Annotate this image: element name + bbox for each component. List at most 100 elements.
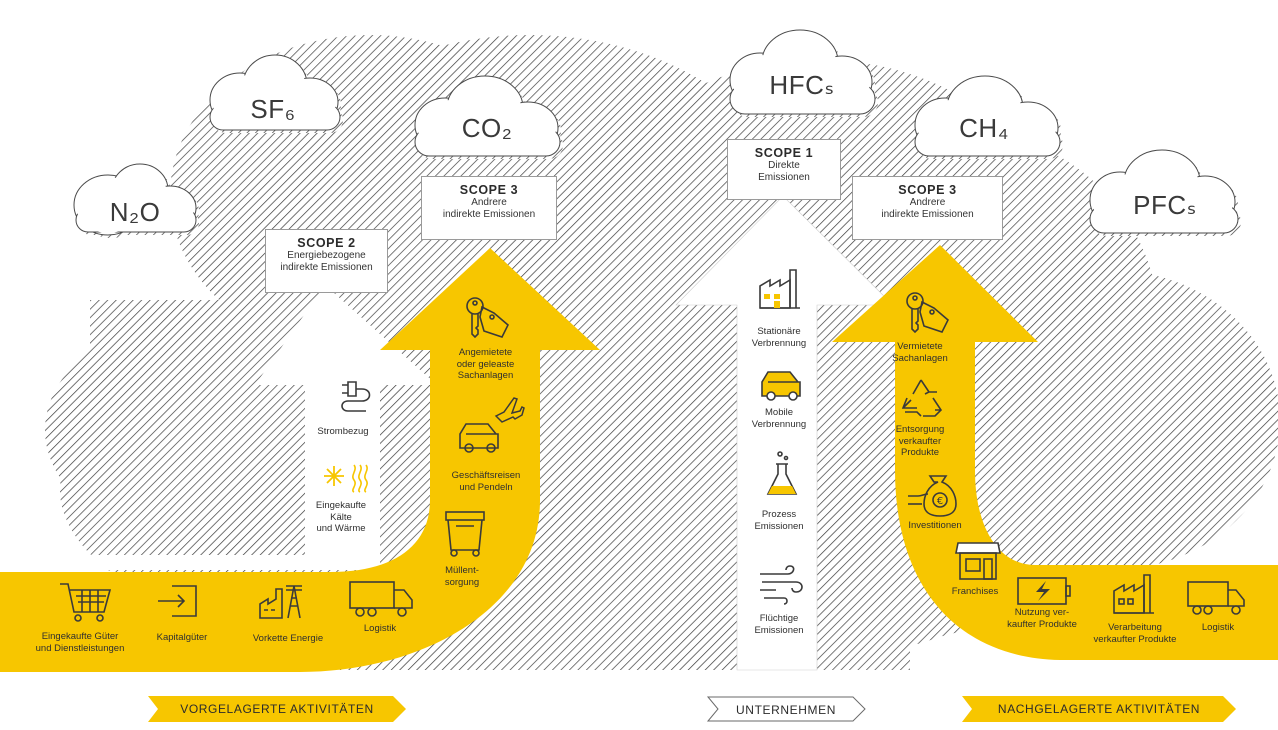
- label-entsorgung-produkte: Entsorgung verkaufter Produkte: [880, 424, 960, 459]
- label-gueter-line1: Eingekaufte Güter: [41, 631, 119, 642]
- scope1-subtitle-1: Direkte: [768, 160, 800, 171]
- scope3-upstream-title: SCOPE 3: [459, 183, 519, 197]
- label-entsorgung-line3: Produkte: [900, 447, 940, 458]
- label-fluechtig-line1: Flüchtige: [759, 613, 799, 624]
- truck-icon-upstream: [349, 581, 413, 617]
- car-icon-upstream: [459, 423, 499, 453]
- shop-icon: [955, 542, 1001, 580]
- scope2-subtitle-1: Energiebezogene: [287, 250, 366, 261]
- gas-cloud-hfcs-shape: [729, 29, 878, 117]
- scope1-title: SCOPE 1: [754, 146, 814, 160]
- label-logistik-upstream: Logistik: [363, 623, 397, 634]
- label-eingekaufte-kaelte-waerme: Eingekaufte Kälte und Wärme: [300, 500, 382, 535]
- label-fluechtig-line2: Emissionen: [754, 624, 804, 636]
- label-kaelte-line1: Eingekaufte: [315, 500, 367, 511]
- label-mobile-verbrennung: Mobile Verbrennung: [737, 407, 821, 430]
- label-nutzung-produkte: Nutzung ver- kaufter Produkte: [990, 607, 1094, 630]
- flask-icon: [766, 451, 798, 495]
- downstream-yellow-arrow: [832, 245, 1278, 660]
- label-reisen-line1: Geschäftsreisen: [451, 470, 521, 481]
- label-gueter-line2: und Dienstleistungen: [35, 642, 125, 654]
- label-angemietete-sachanlagen: Angemietete oder geleaste Sachanlagen: [438, 347, 533, 382]
- scope2-subtitle-2: indirekte Emissionen: [280, 262, 373, 273]
- label-angemietete-line2: oder geleaste: [456, 358, 515, 370]
- scope1-box: SCOPE 1 Direkte Emissionen: [727, 139, 841, 200]
- label-muellentsorgung: Müllent- sorgung: [422, 565, 502, 588]
- label-kapitalgueter: Kapitalgüter: [156, 632, 208, 643]
- label-strombezug: Strombezug: [317, 426, 369, 437]
- scope3-upstream-subtitle-2: indirekte Emissionen: [442, 209, 536, 220]
- car-icon-scope1: [761, 371, 801, 401]
- scope3-downstream-box: SCOPE 3 Andrere indirekte Emissionen: [852, 176, 1003, 240]
- label-prozess-line2: Emissionen: [754, 520, 804, 532]
- plug-icon: [341, 381, 371, 412]
- gas-label-n2o: N₂O: [109, 197, 161, 227]
- scope1-subtitle-2: Emissionen: [758, 172, 810, 183]
- recycle-icon: [901, 379, 943, 417]
- label-prozess-line1: Prozess: [761, 509, 797, 520]
- airplane-icon: [494, 397, 525, 423]
- label-muell-line1: Müllent-: [445, 565, 479, 576]
- label-investitionen: Investitionen: [908, 520, 962, 531]
- scope1-arrow: [675, 195, 894, 671]
- snowflake-icon: [324, 466, 344, 486]
- label-franchises: Franchises: [951, 586, 999, 597]
- factory-icon-scope1: [759, 269, 800, 309]
- label-verarbeitung-produkte: Verarbeitung verkaufter Produkte: [1081, 622, 1189, 645]
- label-verarbeitung-line1: Verarbeitung: [1108, 622, 1162, 633]
- label-stationaere-verbrennung: Stationäre Verbrennung: [737, 326, 821, 349]
- label-stationaer-line2: Verbrennung: [751, 337, 807, 349]
- label-angemietete-line1: Angemietete: [458, 347, 513, 358]
- label-entsorgung-line1: Entsorgung: [895, 424, 945, 435]
- chevron-company-shape: [706, 696, 866, 722]
- label-reisen-line2: und Pendeln: [459, 481, 513, 493]
- scope3-downstream-subtitle-1: Andrere: [909, 197, 946, 208]
- gas-cloud-co2-shape: [414, 75, 563, 159]
- scope3-downstream-title: SCOPE 3: [898, 183, 957, 197]
- label-vermietete-sachanlagen: Vermietete Sachanlagen: [880, 341, 960, 364]
- label-entsorgung-line2: verkaufter: [898, 435, 942, 447]
- gas-cloud-sf6-shape: [209, 54, 343, 133]
- svg-text:€: €: [937, 496, 943, 507]
- gas-label-pfcs: PFCₛ: [1133, 190, 1197, 220]
- truck-icon-downstream: [1187, 581, 1245, 615]
- label-angemietete-line3: Sachanlagen: [457, 370, 514, 381]
- label-prozess-emissionen: Prozess Emissionen: [737, 509, 821, 532]
- label-kaelte-line3: und Wärme: [316, 523, 366, 534]
- scope3-upstream-box: SCOPE 3 Andrere indirekte Emissionen: [421, 176, 557, 240]
- gas-label-co2: CO₂: [461, 113, 513, 143]
- scope2-title: SCOPE 2: [297, 236, 356, 250]
- chevron-downstream-label: NACHGELAGERTE AKTIVITÄTEN: [997, 702, 1201, 716]
- chevron-upstream-label: VORGELAGERTE AKTIVITÄTEN: [180, 702, 374, 716]
- wind-icon: [760, 565, 803, 605]
- money-bag-icon: €: [908, 475, 957, 517]
- gas-label-hfcs: HFCₛ: [769, 70, 835, 100]
- label-verarbeitung-line2: verkaufter Produkte: [1093, 633, 1177, 645]
- label-vorkette-energie: Vorkette Energie: [252, 633, 324, 644]
- label-eingekaufte-gueter: Eingekaufte Güter und Dienstleistungen: [16, 631, 144, 654]
- label-nutzung-line2: kaufter Produkte: [1007, 618, 1077, 630]
- label-mobil-line1: Mobile: [765, 407, 793, 418]
- label-logistik-downstream: Logistik: [1201, 622, 1235, 633]
- label-stationaer-line1: Stationäre: [757, 326, 801, 337]
- label-kaelte-line2: Kälte: [330, 511, 352, 523]
- gas-label-sf6: SF₆: [250, 94, 296, 124]
- scope3-downstream-subtitle-2: indirekte Emissionen: [881, 209, 974, 220]
- chevron-upstream-shape: [148, 696, 406, 722]
- scope2-arrow: [0, 285, 437, 570]
- label-vermietete-line2: Sachanlagen: [892, 352, 948, 364]
- upstream-yellow-arrow: [0, 248, 600, 672]
- gas-cloud-pfcs-shape: [1089, 149, 1241, 236]
- label-muell-line2: sorgung: [444, 576, 480, 588]
- chevron-downstream-shape: [962, 696, 1236, 722]
- power-plant-icon: [259, 585, 302, 619]
- shopping-cart-icon: [60, 583, 112, 622]
- gas-label-ch4: CH₄: [959, 113, 1009, 143]
- battery-icon: [1017, 577, 1071, 605]
- waste-bin-icon: [445, 511, 485, 557]
- label-nutzung-line1: Nutzung ver-: [1014, 607, 1070, 618]
- label-geschaeftsreisen: Geschäftsreisen und Pendeln: [436, 470, 536, 493]
- key-tag-icon-downstream: [906, 292, 949, 334]
- gas-cloud-n2o-shape: [73, 163, 199, 238]
